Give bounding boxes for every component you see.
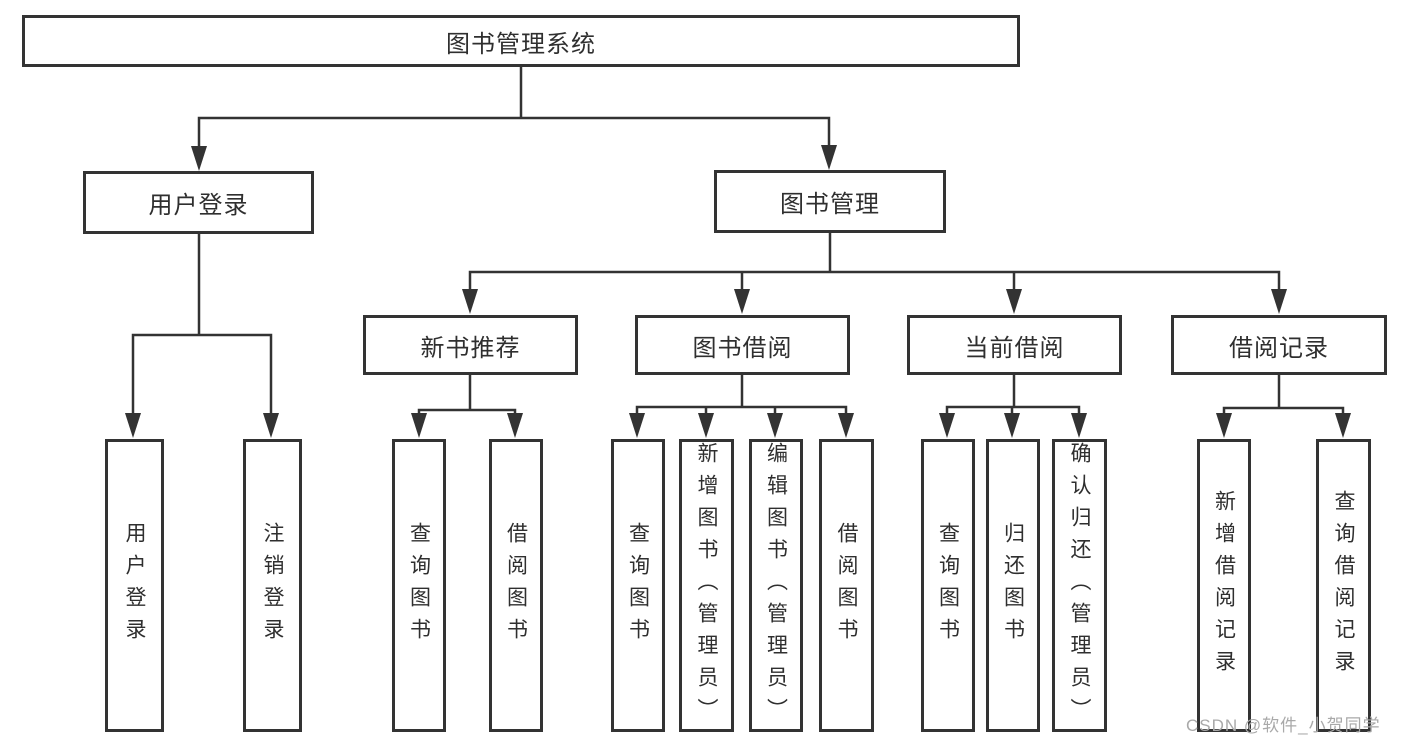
leaf-query-books-1: 查询图书 bbox=[392, 439, 446, 732]
connector-root bbox=[197, 65, 831, 149]
leaf-query-books-2: 查询图书 bbox=[611, 439, 665, 732]
leaf-query-books-3: 查询图书 bbox=[921, 439, 975, 732]
node-book-borrowing: 图书借阅 bbox=[635, 315, 850, 375]
node-user-login-label: 用户登录 bbox=[148, 192, 249, 219]
leaf-borrow-books-2: 借阅图书 bbox=[819, 439, 874, 732]
arrow-down-icon bbox=[1006, 289, 1022, 314]
node-book-borrowing-label: 图书借阅 bbox=[692, 334, 793, 362]
leaf-query-books-2-label: 查询图书 bbox=[626, 521, 650, 650]
arrow-down-icon bbox=[821, 145, 837, 170]
connector-borrow-records-branch bbox=[1222, 373, 1345, 416]
node-book-management: 图书管理 bbox=[714, 170, 946, 233]
node-current-borrowing-label: 当前借阅 bbox=[964, 334, 1065, 362]
watermark: CSDN @软件_小贺同学 bbox=[1186, 716, 1381, 735]
connector-book-management-branch bbox=[468, 231, 1281, 292]
arrow-down-icon bbox=[462, 289, 478, 314]
leaf-return-book: 归还图书 bbox=[986, 439, 1040, 732]
leaf-query-books-3-label: 查询图书 bbox=[936, 521, 960, 650]
arrow-down-icon bbox=[734, 289, 750, 314]
leaf-user-login-label: 用户登录 bbox=[123, 521, 146, 650]
arrow-down-icon bbox=[263, 413, 279, 438]
arrow-down-icon bbox=[939, 413, 955, 438]
arrow-down-icon bbox=[507, 413, 523, 438]
leaf-logout: 注销登录 bbox=[243, 439, 302, 732]
arrow-down-icon bbox=[767, 413, 783, 438]
node-new-book-recommend-label: 新书推荐 bbox=[420, 334, 521, 362]
leaf-add-borrow-record: 新增借阅记录 bbox=[1197, 439, 1251, 732]
leaf-borrow-books-2-label: 借阅图书 bbox=[835, 521, 858, 650]
node-new-book-recommend: 新书推荐 bbox=[363, 315, 578, 375]
arrow-down-icon bbox=[838, 413, 854, 438]
arrow-down-icon bbox=[1004, 413, 1020, 438]
node-borrowing-records: 借阅记录 bbox=[1171, 315, 1387, 375]
leaf-confirm-return-admin-label: 确认归还（管理员） bbox=[1068, 441, 1091, 730]
connector-current-borrowing-branch bbox=[945, 373, 1081, 416]
arrow-down-icon bbox=[411, 413, 427, 438]
arrow-down-icon bbox=[1216, 413, 1232, 438]
arrow-down-icon bbox=[125, 413, 141, 438]
leaf-add-book-admin-label: 新增图书（管理员） bbox=[695, 441, 718, 730]
node-book-management-label: 图书管理 bbox=[780, 191, 880, 218]
arrow-down-icon bbox=[1335, 413, 1351, 438]
leaf-add-borrow-record-label: 新增借阅记录 bbox=[1212, 489, 1236, 682]
node-current-borrowing: 当前借阅 bbox=[907, 315, 1122, 375]
leaf-return-book-label: 归还图书 bbox=[1001, 521, 1025, 650]
connector-user-login-branch bbox=[131, 232, 273, 416]
leaf-query-borrow-record: 查询借阅记录 bbox=[1316, 439, 1371, 732]
arrow-down-icon bbox=[1071, 413, 1087, 438]
leaf-logout-label: 注销登录 bbox=[261, 521, 284, 650]
leaf-edit-book-admin: 编辑图书（管理员） bbox=[749, 439, 803, 732]
arrow-down-icon bbox=[698, 413, 714, 438]
arrow-down-icon bbox=[191, 146, 207, 171]
node-user-login: 用户登录 bbox=[83, 171, 314, 234]
node-root: 图书管理系统 bbox=[22, 15, 1020, 67]
leaf-confirm-return-admin: 确认归还（管理员） bbox=[1052, 439, 1107, 732]
leaf-borrow-books-1: 借阅图书 bbox=[489, 439, 543, 732]
node-root-label: 图书管理系统 bbox=[446, 30, 596, 58]
connector-book-borrowing-branch bbox=[635, 373, 848, 416]
arrowheads bbox=[125, 145, 1351, 438]
node-borrowing-records-label: 借阅记录 bbox=[1229, 334, 1329, 362]
leaf-borrow-books-1-label: 借阅图书 bbox=[504, 521, 528, 650]
connector-new-book-branch bbox=[417, 373, 517, 416]
arrow-down-icon bbox=[629, 413, 645, 438]
leaf-edit-book-admin-label: 编辑图书（管理员） bbox=[764, 441, 788, 730]
connector-lines bbox=[131, 65, 1345, 416]
leaf-query-borrow-record-label: 查询借阅记录 bbox=[1332, 489, 1355, 682]
leaf-user-login: 用户登录 bbox=[105, 439, 164, 732]
arrow-down-icon bbox=[1271, 289, 1287, 314]
leaf-add-book-admin: 新增图书（管理员） bbox=[679, 439, 734, 732]
leaf-query-books-1-label: 查询图书 bbox=[407, 521, 431, 650]
